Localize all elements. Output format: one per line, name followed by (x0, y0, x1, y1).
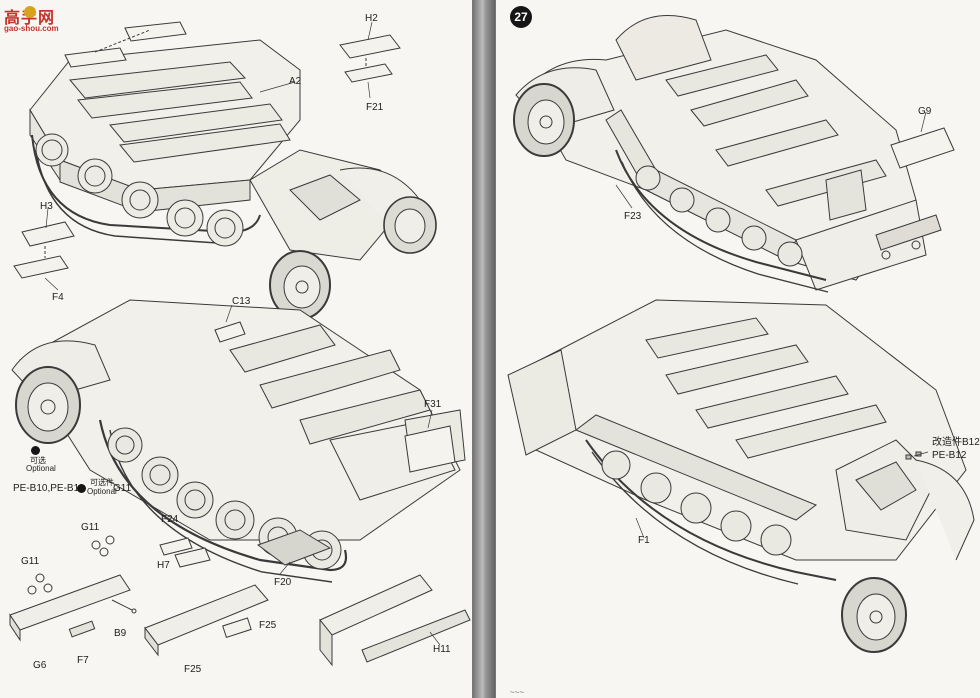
instruction-page-left: 高手网 gao-shou.com (0, 0, 472, 698)
watermark-logo: 高手网 gao-shou.com (2, 4, 72, 38)
part-label-h2: H2 (365, 13, 378, 24)
side-rail-h11-drawing (319, 574, 471, 667)
part-label-h7: H7 (157, 560, 170, 571)
optional-step-badge-2 (77, 484, 86, 493)
lower-halftrack-drawing (11, 299, 466, 583)
side-rail-f25-drawing (144, 584, 269, 657)
part-label-g6: G6 (33, 660, 47, 671)
watermark-emblem-icon (24, 6, 36, 18)
side-rail-g6-drawing (9, 535, 137, 642)
left-page-line-art (9, 21, 471, 667)
footer-fragment: ~~~ (510, 688, 525, 697)
optional-label-cn: 可选 (30, 456, 46, 465)
optional-label-cn-2: 可选件 (90, 478, 114, 487)
lower-halftrack-drawing-right (507, 299, 975, 653)
part-label-f1: F1 (638, 535, 650, 546)
watermark-site-name: 高手网 (4, 10, 56, 27)
part-label-f24: F24 (161, 514, 179, 525)
part-label-g11-mid: G11 (81, 522, 100, 533)
upper-halftrack-drawing (29, 21, 437, 320)
part-label-f4: F4 (52, 292, 64, 303)
book-gutter (472, 0, 496, 698)
part-label-pe-b12: PE-B12 (932, 450, 967, 461)
f24-h7-parts-drawing (159, 537, 211, 568)
part-label-h3: H3 (40, 201, 53, 212)
upper-halftrack-drawing-right (513, 15, 955, 293)
optional-step-badge (31, 446, 40, 455)
optional-label-en-2: Optional (87, 487, 117, 496)
part-label-g9: G9 (918, 106, 932, 117)
part-label-h11: H11 (433, 644, 451, 655)
part-label-a2: A2 (289, 76, 302, 87)
part-label-b12-cn: 改造件B12 (932, 437, 980, 448)
instruction-page-right: 27 (496, 0, 980, 698)
part-label-f20: F20 (274, 577, 292, 588)
part-label-f23: F23 (624, 211, 642, 222)
step-number-badge: 27 (510, 6, 532, 28)
part-label-f7: F7 (77, 655, 89, 666)
part-label-g11-left: G11 (21, 556, 40, 567)
watermark-url: gao-shou.com (4, 24, 59, 33)
part-h2-f21-drawing (339, 34, 401, 83)
part-label-c13: C13 (232, 296, 251, 307)
pe-parts-label: PE-B10,PE-B11 (13, 483, 84, 494)
part-h3-f4-drawing (13, 221, 75, 279)
part-label-g11-top: G11 (113, 483, 132, 494)
part-label-f31: F31 (424, 399, 442, 410)
right-page-line-art (507, 15, 975, 653)
part-label-f25-right: F25 (259, 620, 277, 631)
part-label-f21: F21 (366, 102, 384, 113)
optional-label-en: Optional (26, 464, 56, 473)
part-label-b9: B9 (114, 628, 127, 639)
part-label-f25-bottom: F25 (184, 664, 202, 675)
